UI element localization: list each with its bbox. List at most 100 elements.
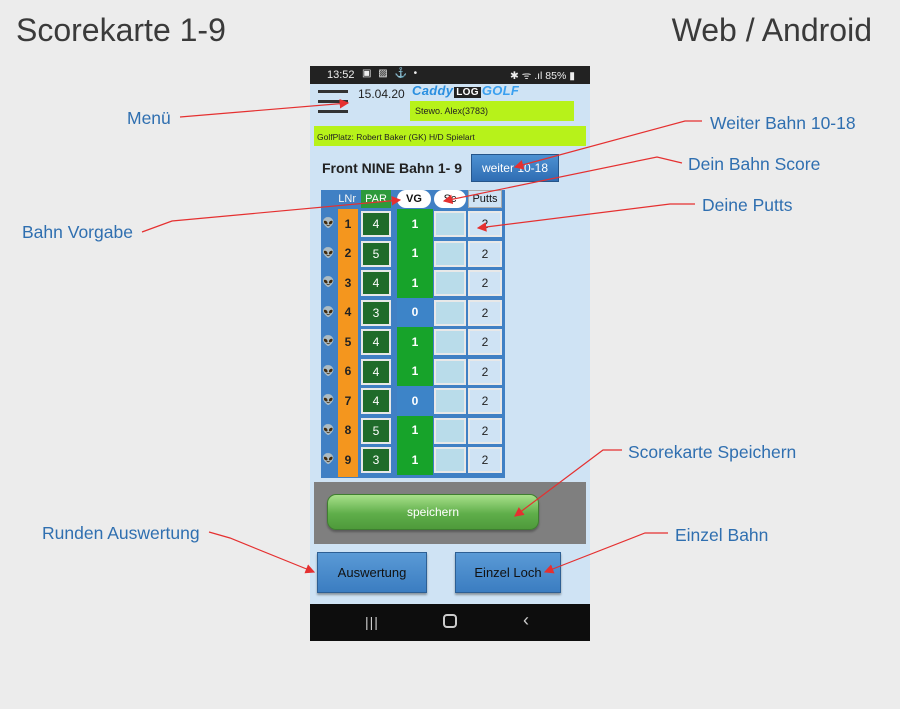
- score-input[interactable]: [434, 358, 466, 385]
- logo-log: LOG: [454, 87, 481, 98]
- hole-number: 6: [344, 364, 352, 379]
- hole-vorgabe: 1: [397, 268, 433, 298]
- annotation-dein-score: Dein Bahn Score: [688, 154, 821, 174]
- hole-vorgabe: 0: [397, 386, 433, 416]
- putts-input[interactable]: 2: [468, 211, 502, 237]
- hole-vorgabe: 1: [397, 415, 433, 445]
- menu-icon[interactable]: [318, 90, 348, 116]
- course-info: GolfPlatz: Robert Baker (GK) H/D Spielar…: [314, 126, 586, 146]
- hole-par: 4: [361, 270, 391, 296]
- alien-icon[interactable]: 👽: [322, 247, 335, 259]
- putts-input[interactable]: 2: [468, 417, 502, 444]
- header-vg: VG: [397, 190, 431, 208]
- back-icon[interactable]: ‹: [523, 610, 529, 630]
- recent-apps-icon[interactable]: |||: [365, 614, 379, 630]
- alien-icon[interactable]: 👽: [322, 306, 335, 318]
- hole-vorgabe: 0: [397, 297, 433, 327]
- status-bar: 13:52 ▣ ▨ ⚓ • ✱ ᯤ .ıl 85% ▮: [310, 66, 590, 84]
- annotation-runden: Runden Auswertung: [42, 523, 200, 543]
- score-input[interactable]: [434, 447, 466, 473]
- alien-icon[interactable]: 👽: [322, 395, 335, 406]
- hole-par: 4: [361, 211, 391, 237]
- score-input[interactable]: [434, 417, 466, 444]
- hole-number: 2: [344, 246, 352, 261]
- alien-icon[interactable]: 👽: [322, 424, 335, 436]
- putts-input[interactable]: 2: [468, 270, 502, 296]
- alien-icon[interactable]: 👽: [322, 365, 335, 377]
- lnr-column-bg: [338, 209, 358, 477]
- hole-par: 4: [361, 388, 391, 414]
- annotation-speichern: Scorekarte Speichern: [628, 442, 797, 462]
- weiter-button[interactable]: weiter 10-18: [471, 154, 559, 182]
- document-title: Scorekarte 1-9: [16, 12, 226, 48]
- annotation-weiter: Weiter Bahn 10-18: [710, 113, 856, 133]
- hole-number: 8: [344, 423, 352, 438]
- header-putts: Putts: [468, 190, 502, 208]
- hole-number: 9: [344, 452, 352, 467]
- hole-number: 3: [344, 275, 352, 290]
- hole-vorgabe: 1: [397, 445, 433, 475]
- score-input[interactable]: [434, 240, 466, 267]
- putts-input[interactable]: 2: [468, 299, 502, 326]
- hole-vorgabe: 1: [397, 356, 433, 386]
- putts-input[interactable]: 2: [468, 358, 502, 385]
- score-input[interactable]: [434, 270, 466, 296]
- putts-input[interactable]: 2: [468, 329, 502, 355]
- system-icons: ✱ ᯤ .ıl 85% ▮: [509, 70, 575, 82]
- annotation-deine-putts: Deine Putts: [702, 195, 793, 215]
- round-date: 15.04.20: [358, 87, 405, 101]
- annotation-bahn-vorgabe: Bahn Vorgabe: [22, 222, 133, 242]
- annotation-menu: Menü: [127, 108, 171, 128]
- einzel-loch-button[interactable]: Einzel Loch: [455, 552, 561, 593]
- notification-icons: ▣ ▨ ⚓ •: [362, 68, 420, 79]
- hole-vorgabe: 1: [397, 327, 433, 357]
- alien-icon[interactable]: 👽: [322, 277, 335, 288]
- hole-number: 4: [344, 305, 352, 320]
- annotation-einzel: Einzel Bahn: [675, 525, 769, 545]
- status-time: 13:52: [327, 69, 355, 81]
- score-input[interactable]: [434, 211, 466, 237]
- hole-vorgabe: 1: [397, 238, 433, 268]
- header-lnr: LNr: [338, 193, 356, 205]
- hole-par: 3: [361, 447, 391, 473]
- alien-icon[interactable]: 👽: [322, 218, 335, 229]
- android-nav-bar: ||| ‹: [310, 604, 590, 641]
- header-par: PAR: [361, 190, 391, 208]
- home-icon[interactable]: [443, 614, 457, 628]
- putts-input[interactable]: 2: [468, 240, 502, 267]
- hole-par: 4: [361, 329, 391, 355]
- phone-screen: 13:52 ▣ ▨ ⚓ • ✱ ᯤ .ıl 85% ▮ 15.04.20 Cad…: [310, 66, 590, 641]
- logo-caddy: Caddy: [412, 83, 454, 98]
- hole-number: 1: [344, 216, 352, 231]
- save-bar: speichern: [314, 482, 586, 544]
- putts-input[interactable]: 2: [468, 388, 502, 414]
- alien-icon[interactable]: 👽: [322, 454, 335, 465]
- section-title: Front NINE Bahn 1- 9: [322, 160, 463, 176]
- score-input[interactable]: [434, 388, 466, 414]
- player-name: Stewo. Alex(3783): [410, 101, 574, 121]
- putts-input[interactable]: 2: [468, 447, 502, 473]
- save-button[interactable]: speichern: [327, 494, 539, 530]
- score-input[interactable]: [434, 299, 466, 326]
- alien-icon[interactable]: 👽: [322, 336, 335, 347]
- hole-number: 5: [344, 334, 352, 349]
- score-input[interactable]: [434, 329, 466, 355]
- logo-golf: GOLF: [481, 83, 520, 98]
- arrow-runden: [208, 531, 316, 574]
- hole-par: 5: [361, 240, 391, 267]
- platform-label: Web / Android: [671, 12, 872, 48]
- hole-par: 5: [361, 417, 391, 444]
- auswertung-button[interactable]: Auswertung: [317, 552, 427, 593]
- hole-par: 3: [361, 299, 391, 326]
- header-sc: Sc: [434, 190, 466, 208]
